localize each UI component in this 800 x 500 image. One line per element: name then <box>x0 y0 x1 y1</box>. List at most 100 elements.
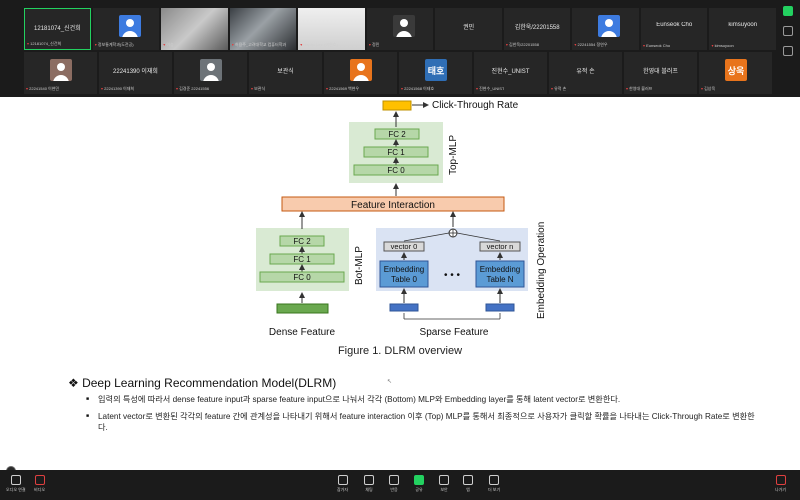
participant-tile[interactable]: 정보통계학과(도전공) <box>92 8 160 50</box>
participant-tile[interactable]: 보관식보관식 <box>249 52 322 94</box>
feature-interaction-box <box>281 196 505 212</box>
top-fc0-box <box>353 164 439 176</box>
figure-caption: Figure 1. DLRM overview <box>337 345 463 357</box>
participant-avatar-icon <box>200 59 222 81</box>
participant-tile[interactable]: 한영대 블러프한영대 블러프 <box>624 52 697 94</box>
embedding-table-n-box <box>475 260 525 288</box>
toolbar-button-center-2[interactable]: 반응 <box>389 475 399 493</box>
toolbar-label: 채팅 <box>365 487 373 492</box>
participant-row-1: 12181074_신건희12181074_신건희정보통계학과(도전공) 이승허용주… <box>24 8 777 50</box>
toolbar-button-center-3[interactable]: 공유 <box>414 475 424 493</box>
toolbar-label: 나가기 <box>775 487 787 492</box>
participant-tile[interactable]: 22241569 백현우 <box>324 52 397 94</box>
participant-name-label: 정보통계학과(도전공) <box>95 42 134 48</box>
participant-name-label: Eunseok Cho <box>643 43 670 48</box>
embedding-table-n-line1: Embedding <box>480 265 520 274</box>
participant-display-name: Eunseok Cho <box>656 22 693 28</box>
participant-tile[interactable]: kimsuyoonkimsuyoon <box>709 8 777 50</box>
mouse-cursor-icon: ↖ <box>387 379 393 385</box>
bot-fc0-label: FC 0 <box>293 273 311 282</box>
participant-name-label: kimsuyoon <box>711 43 734 48</box>
toolbar-label: 공유 <box>415 487 423 492</box>
toolbar-label: 오디오 연결 <box>6 487 26 492</box>
participant-grid: 12181074_신건희12181074_신건희정보통계학과(도전공) 이승허용주… <box>24 8 777 96</box>
participant-name-label: 정민 <box>369 42 379 48</box>
gallery-view-icon[interactable] <box>783 6 793 16</box>
participant-tile[interactable]: 22241540 이현민 <box>24 52 97 94</box>
participant-name-label: 김상욱 <box>701 86 715 92</box>
page-down-icon[interactable] <box>783 46 793 56</box>
participant-tile[interactable]: 김한욱/22201558김한욱/22201558 <box>503 8 571 50</box>
participant-avatar-icon <box>598 15 621 37</box>
top-fc0-label: FC 0 <box>387 166 405 175</box>
toolbar-label: 비디오 <box>34 487 46 492</box>
toolbar-button-left-1[interactable]: 비디오 <box>34 475 45 493</box>
dlrm-diagram: Click-Through Rate FC 2 FC 1 FC 0 Top-ML… <box>256 100 547 338</box>
toolbar-label: 반응 <box>390 487 398 492</box>
participant-display-name: 보관식 <box>277 69 294 75</box>
sparse-feature-n-box <box>485 303 515 312</box>
embedding-table-n-line2: Table N <box>486 275 513 284</box>
participant-name-label: 22241568 이태호 <box>401 86 434 92</box>
participant-tile[interactable]: 진현수_UNIST진현수_UNIST <box>474 52 547 94</box>
participant-name-label: 한영대 블러프 <box>626 86 652 92</box>
dense-feature-box <box>276 303 329 314</box>
participant-initials-avatar: 태호 <box>425 59 447 81</box>
participant-tile[interactable]: 유적 손유적 손 <box>549 52 622 94</box>
participant-display-name: 권민 <box>463 25 475 31</box>
vecn-to-plus-line <box>456 232 501 242</box>
participant-display-name: 22241390 이재희 <box>113 69 158 75</box>
participant-tile[interactable]: 12181074_신건희12181074_신건희 <box>24 8 91 50</box>
participant-tile[interactable]: 22241554 정연우 <box>572 8 639 50</box>
bullet-item-1: 입력의 특성에 따라서 dense feature input과 sparse … <box>86 394 763 405</box>
toolbar-icon <box>34 475 45 485</box>
toolbar-label: 보안 <box>440 487 448 492</box>
participant-tile[interactable]: 상욱김상욱 <box>699 52 772 94</box>
shared-screen-slide: Click-Through Rate FC 2 FC 1 FC 0 Top-ML… <box>0 97 800 470</box>
toolbar-button-center-4[interactable]: 보안 <box>439 475 449 493</box>
sparse-feature-label: Sparse Feature <box>420 327 489 338</box>
toolbar-button-left-0[interactable]: 오디오 연결 <box>6 475 26 493</box>
page-up-icon[interactable] <box>783 26 793 36</box>
bot-fc1-label: FC 1 <box>293 255 311 264</box>
participant-name-label: 22241390 이재희 <box>101 86 134 92</box>
toolbar-icon <box>439 475 449 485</box>
ctr-label: Click-Through Rate <box>432 100 519 111</box>
participant-tile[interactable]: 권민 <box>435 8 502 50</box>
toolbar-button-right-0[interactable]: 나가기 <box>775 475 786 493</box>
embedding-ellipsis: • • • <box>444 270 461 281</box>
toolbar-button-center-6[interactable]: 더 보기 <box>488 475 500 493</box>
participant-name-label: 김경준 22241556 <box>176 86 209 92</box>
participant-name-label: 22241554 정연우 <box>574 42 608 48</box>
vector-0-box <box>383 241 425 252</box>
participant-display-name: 진현수_UNIST <box>491 69 530 75</box>
embedding-table-0-box <box>379 260 429 288</box>
participant-tile[interactable]: 태호 22241568 이태호 <box>399 52 472 94</box>
participant-tile[interactable]: 이승 <box>161 8 228 50</box>
toolbar-icon <box>337 475 348 485</box>
toolbar-icon <box>489 475 500 485</box>
participant-display-name: 12181074_신건희 <box>34 26 81 32</box>
toolbar-button-center-0[interactable]: 참가자 <box>337 475 348 493</box>
vec0-to-plus-line <box>403 232 450 242</box>
toolbar-button-center-5[interactable]: 앱 <box>463 475 473 493</box>
participant-name-label: 보관식 <box>251 86 265 92</box>
toolbar-icon <box>364 475 374 485</box>
toolbar-button-center-1[interactable]: 채팅 <box>364 475 374 493</box>
gallery-side-controls <box>781 4 795 66</box>
participant-name-label: 22241569 백현우 <box>326 86 359 92</box>
participant-tile[interactable]: Hanho Lee (이한호) <box>298 8 365 50</box>
participant-tile[interactable]: Eunseok ChoEunseok Cho <box>640 8 708 50</box>
dense-feature-label: Dense Feature <box>269 327 336 338</box>
top-fc1-label: FC 1 <box>387 148 405 157</box>
participant-tile[interactable]: 정민 <box>366 8 434 50</box>
participant-name-label: Hanho Lee (이한호) <box>300 42 337 48</box>
participant-tile[interactable]: 허용주_고려대학교 컴퓨터학과 <box>229 8 297 50</box>
toolbar-icon <box>775 475 786 485</box>
participant-tile[interactable]: 김경준 22241556 <box>174 52 247 94</box>
participant-tile[interactable]: 22241390 이재희 22241390 이재희 <box>99 52 172 94</box>
participant-name-label: 유적 손 <box>551 86 566 92</box>
participant-avatar-icon <box>392 15 415 37</box>
